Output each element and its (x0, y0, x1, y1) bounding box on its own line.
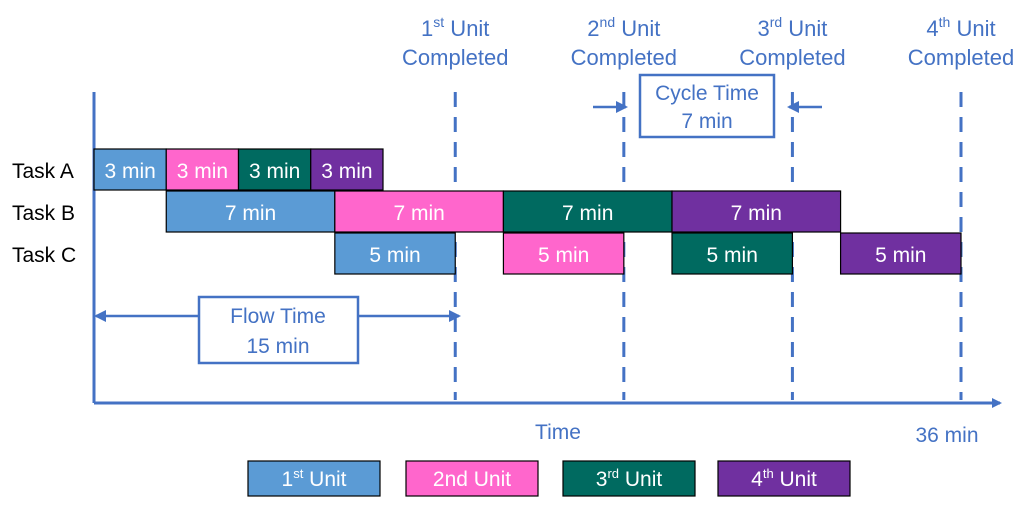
legend-label-unit3: 3rd Unit (596, 466, 663, 491)
bar-label: 7 min (225, 202, 276, 225)
cycle-time-box (638, 73, 776, 139)
completion-sublabel-4: Completed (908, 45, 1014, 70)
bar-label: 3 min (321, 160, 372, 183)
bar-task2-unit1 (165, 190, 336, 233)
gantt-bars: 3 min 3 min 3 min 3 min 7 min 7 min 7 min 7 min… (93, 148, 962, 275)
completion-sublabel-1: Completed (402, 45, 508, 70)
bar-task3-unit3 (671, 232, 794, 275)
bar-task2-unit3 (502, 190, 673, 233)
bar-label: 5 min (875, 244, 926, 267)
completion-label-2: 2nd Unit (587, 14, 660, 41)
completion-sublabel-2: Completed (571, 45, 677, 70)
task-label-2: Task B (12, 202, 75, 225)
bar-task2-unit2 (334, 190, 505, 233)
bar-label: 5 min (538, 244, 589, 267)
x-axis-end-label: 36 min (915, 424, 978, 447)
completion-label-3: 3rd Unit (757, 14, 827, 41)
bar-label: 7 min (393, 202, 444, 225)
legend-label-unit4: 4th Unit (751, 466, 817, 491)
legend: 1st Unit 2nd Unit 3rd Unit 4th Unit (247, 460, 851, 497)
bar-label: 7 min (562, 202, 613, 225)
completion-label-4: 4th Unit (926, 14, 995, 41)
completion-label-1: 1st Unit (421, 14, 489, 41)
completion-sublabel-3: Completed (739, 45, 845, 70)
bar-task1-unit4 (310, 148, 384, 191)
legend-swatch-unit2 (405, 460, 539, 497)
legend-swatch-unit3 (562, 460, 696, 497)
flow-time-annotation: Flow Time 15 min (94, 295, 461, 365)
flow-time-box (197, 295, 360, 365)
x-axis-label: Time (535, 421, 581, 444)
legend-swatch-unit1 (247, 460, 381, 497)
legend-label-unit2: 2nd Unit (433, 468, 511, 491)
bar-task3-unit1 (334, 232, 456, 275)
bar-label: 3 min (104, 160, 155, 183)
bar-label: 5 min (369, 244, 420, 267)
task-labels: Task A Task B Task C (12, 160, 76, 267)
bar-task3-unit4 (839, 232, 962, 275)
bar-label: 7 min (731, 202, 782, 225)
bar-label: 5 min (707, 244, 758, 267)
task-label-1: Task A (12, 160, 74, 183)
cycle-time-value: 7 min (681, 110, 732, 133)
cycle-time-label: Cycle Time (655, 82, 759, 105)
flow-time-label: Flow Time (230, 305, 326, 328)
flow-time-value: 15 min (246, 335, 309, 358)
bar-task2-unit4 (671, 190, 842, 233)
bar-task1-unit1 (93, 148, 167, 191)
legend-label-unit1: 1st Unit (282, 466, 347, 491)
bar-task3-unit2 (502, 232, 625, 275)
task-label-3: Task C (12, 244, 76, 267)
legend-swatch-unit4 (717, 460, 851, 497)
bar-label: 3 min (177, 160, 228, 183)
bar-label: 3 min (249, 160, 300, 183)
cycle-time-annotation: Cycle Time 7 min (593, 73, 822, 139)
